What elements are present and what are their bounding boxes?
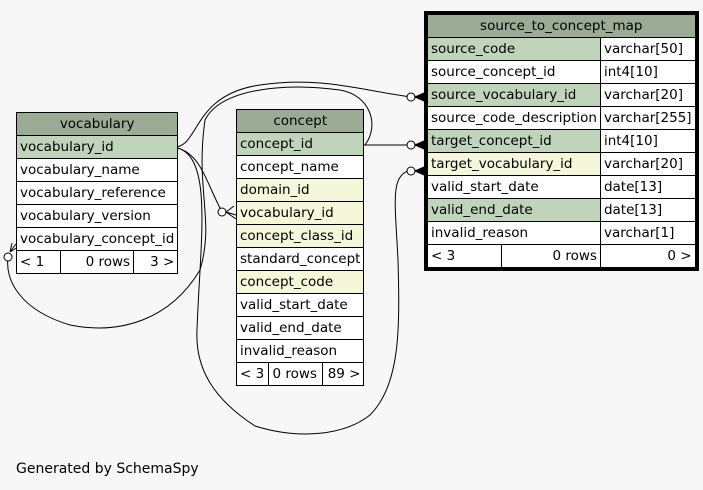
parents-count: < 3 — [235, 362, 270, 386]
crowfoot-icon — [224, 205, 237, 220]
column-row[interactable]: domain_id — [235, 178, 365, 202]
crowfoot-icon — [413, 166, 425, 176]
column-name[interactable]: concept_id — [235, 132, 365, 156]
column-name[interactable]: vocabulary_reference — [15, 181, 179, 205]
column-row[interactable]: valid_end_date — [235, 316, 365, 340]
column-row[interactable]: valid_start_date — [235, 293, 365, 317]
column-row[interactable]: vocabulary_concept_id — [15, 227, 179, 251]
edge-vocabulary-to-source-vocabulary — [171, 81, 412, 148]
column-name[interactable]: vocabulary_name — [15, 158, 179, 182]
column-name[interactable]: valid_start_date — [235, 293, 365, 317]
column-row[interactable]: vocabulary_name — [15, 158, 179, 182]
column-row[interactable]: vocabulary_id — [235, 201, 365, 225]
optional-marker — [217, 207, 227, 217]
table-footer: < 3 0 rows 89 > — [235, 362, 365, 386]
column-row[interactable]: invalid_reason — [235, 339, 365, 363]
column-row[interactable]: vocabulary_id — [15, 135, 179, 159]
table-footer: < 3 0 rows 0 > — [427, 244, 696, 268]
column-name[interactable]: vocabulary_id — [235, 201, 365, 225]
column-type: varchar[20] — [599, 83, 696, 107]
column-name[interactable]: valid_start_date — [427, 175, 601, 199]
column-name[interactable]: vocabulary_id — [15, 135, 179, 159]
column-type: date[13] — [599, 175, 696, 199]
column-name[interactable]: concept_code — [235, 270, 365, 294]
column-type: varchar[255] — [599, 106, 696, 130]
column-name[interactable]: target_vocabulary_id — [427, 152, 601, 176]
crowfoot-icon — [413, 140, 425, 150]
column-row[interactable]: concept_name — [235, 155, 365, 179]
column-row[interactable]: standard_concept — [235, 247, 365, 271]
column-name[interactable]: invalid_reason — [427, 221, 601, 245]
column-type: varchar[20] — [599, 152, 696, 176]
table-header[interactable]: vocabulary — [15, 112, 179, 136]
edge-vocabulary-to-target-vocabulary — [171, 146, 412, 435]
column-name[interactable]: invalid_reason — [235, 339, 365, 363]
column-name[interactable]: source_code — [427, 37, 601, 61]
column-name[interactable]: vocabulary_version — [15, 204, 179, 228]
column-row[interactable]: concept_class_id — [235, 224, 365, 248]
column-name[interactable]: concept_class_id — [235, 224, 365, 248]
column-name[interactable]: valid_end_date — [427, 198, 601, 222]
optional-marker — [3, 252, 13, 262]
column-type: date[13] — [599, 198, 696, 222]
column-name[interactable]: domain_id — [235, 178, 365, 202]
row-count: 0 rows — [500, 244, 601, 268]
column-row[interactable]: concept_code — [235, 270, 365, 294]
column-row[interactable]: vocabulary_reference — [15, 181, 179, 205]
column-type: int4[10] — [599, 129, 696, 153]
column-name[interactable]: standard_concept — [235, 247, 365, 271]
children-count: 89 > — [322, 362, 365, 386]
table-header[interactable]: source_to_concept_map — [427, 14, 696, 38]
children-count: 0 > — [599, 244, 696, 268]
edge-concept-to-vocabulary-concept — [7, 86, 373, 329]
column-name[interactable]: target_concept_id — [427, 129, 601, 153]
crowfoot-icon — [413, 92, 425, 102]
column-name[interactable]: vocabulary_concept_id — [15, 227, 179, 251]
column-name[interactable]: source_concept_id — [427, 60, 601, 84]
column-type: int4[10] — [599, 60, 696, 84]
column-name[interactable]: concept_name — [235, 155, 365, 179]
parents-count: < 3 — [427, 244, 502, 268]
column-row[interactable]: vocabulary_version — [15, 204, 179, 228]
children-count: 3 > — [133, 250, 179, 274]
row-count: 0 rows — [268, 362, 324, 386]
row-count: 0 rows — [60, 250, 135, 274]
edge-vocabulary-to-concept-vocabulary — [171, 146, 223, 213]
column-name[interactable]: source_code_description — [427, 106, 601, 130]
parents-count: < 1 — [15, 250, 62, 274]
column-name[interactable]: valid_end_date — [235, 316, 365, 340]
column-row[interactable]: concept_id — [235, 132, 365, 156]
generated-by-label: Generated by SchemaSpy — [16, 461, 199, 477]
column-type: varchar[50] — [599, 37, 696, 61]
column-type: varchar[1] — [599, 221, 696, 245]
column-name[interactable]: source_vocabulary_id — [427, 83, 601, 107]
table-footer: < 1 0 rows 3 > — [15, 250, 179, 274]
table-header[interactable]: concept — [235, 109, 365, 133]
